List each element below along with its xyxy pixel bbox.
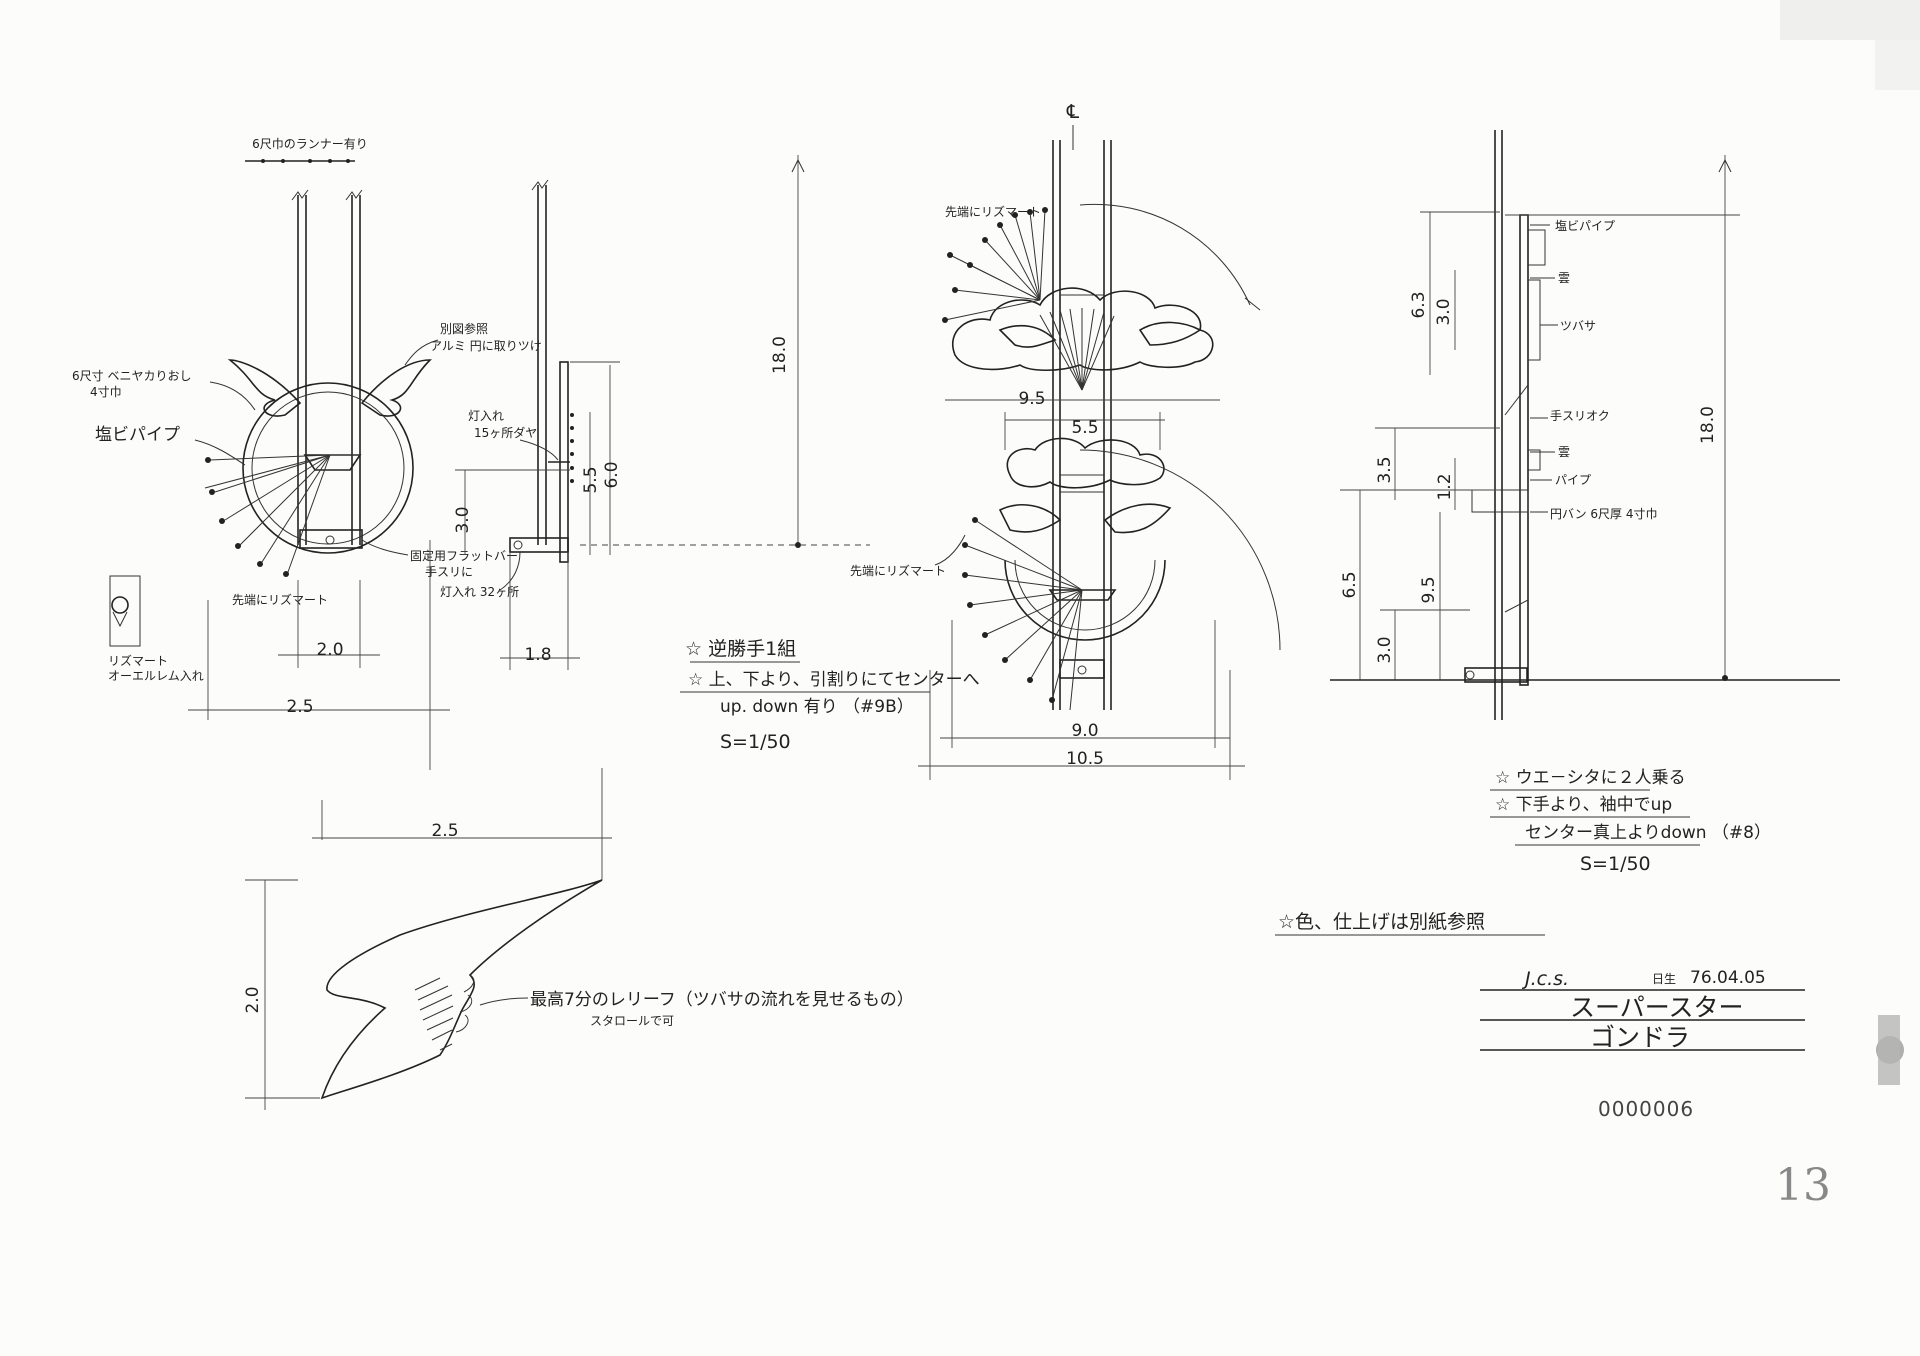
dim-right-3-5: 3.5 [1375, 456, 1395, 483]
right-wings-note: ツバサ [1560, 319, 1596, 333]
left-front-view: 6尺巾のランナー有り [72, 137, 542, 770]
light-left-note: 灯入れ [468, 409, 504, 423]
dim-center-10-5: 10.5 [1066, 749, 1104, 769]
drawing-title-1: スーパースター [1570, 993, 1744, 1022]
runner-note: 6尺巾のランナー有り [252, 137, 368, 151]
right-side-view: 塩ビパイプ 雲 ツバサ 手スリオク 雲 パイプ 円バン 6尺厚 4寸巾 6.3 … [1330, 130, 1840, 720]
dim-wing-2-5: 2.5 [431, 821, 458, 841]
lower-cloud [1006, 437, 1165, 489]
right-cloud2-note: 雲 [1558, 445, 1570, 459]
dim-height-18-left: 18.0 [770, 336, 790, 374]
dim-right-3-0a: 3.0 [1434, 298, 1454, 325]
tip-rhinestone-top-note: 先端にリズマート [945, 204, 1041, 219]
wing-detail: 2.5 2.0 最高7分のレリーフ（ツバサの流れを見せるもの） スタロールで可 [243, 768, 914, 1110]
dim-center-9-0: 9.0 [1071, 721, 1098, 741]
right-round-bar-note: 円バン 6尺厚 4寸巾 [1550, 507, 1658, 521]
refer-sub-note: アルミ 円に取りツけ [430, 339, 542, 353]
tip-rhinestone-mid-note: 先端にリズマート [850, 563, 946, 578]
dim-right-6-3: 6.3 [1409, 291, 1429, 318]
spec-notes-left: ☆ 逆勝手1組 ☆ 上、下より、引割りにてセンターへ up. down 有り （… [680, 638, 980, 753]
wing-feathers [414, 974, 475, 1051]
tip-rhinestone-left-note: 先端にリズマート [232, 592, 328, 607]
dim-right-18-0: 18.0 [1698, 406, 1718, 444]
date-label: 日生 [1652, 972, 1676, 986]
right-handrail-note: 手スリオク [1550, 409, 1610, 423]
light-bottom-note: 灯入れ 32ヶ所 [440, 585, 519, 599]
plywood-sub-note: 4寸巾 [90, 385, 122, 399]
dim-left-1-8: 1.8 [524, 645, 551, 665]
wing-outline [320, 879, 603, 1100]
page-number: 13 [1775, 1160, 1831, 1211]
spec-left-line1: ☆ 逆勝手1組 [685, 638, 796, 660]
dim-right-1-2: 1.2 [1435, 473, 1455, 500]
spec-right-line1: ☆ ウエ－シタに２人乗る [1495, 768, 1686, 788]
spec-right-line3: センター真上よりdown （#8） [1525, 823, 1771, 843]
dim-left-6-0: 6.0 [602, 461, 622, 488]
dim-right-3-0b: 3.0 [1375, 636, 1395, 663]
light-left-sub: 15ヶ所ダヤ [474, 425, 537, 440]
wing-relief-sub: スタロールで可 [590, 1014, 674, 1028]
spec-notes-right: ☆ ウエ－シタに２人乗る ☆ 下手より、袖中でup センター真上よりdown （… [1490, 768, 1771, 875]
right-pipe-note: パイプ [1555, 473, 1591, 487]
spec-right-scale: S=1/50 [1580, 853, 1651, 875]
scan-noise [1780, 0, 1920, 1085]
svg-text:℄: ℄ [1066, 101, 1080, 123]
sunburst-rods-left [204, 454, 360, 573]
drawing-date: 76.04.05 [1690, 968, 1766, 988]
plywood-note: 6尺寸 ベニヤカりおし [72, 369, 191, 383]
flat-bar-note: 固定用フラットバー [410, 548, 518, 563]
center-front-view: ℄ [850, 101, 1281, 780]
dim-left-3-0: 3.0 [453, 506, 473, 533]
dim-wing-2-0: 2.0 [243, 986, 263, 1013]
rhinestone-left-sub: オーエルレム入れ [108, 669, 204, 683]
dim-right-6-5: 6.5 [1340, 571, 1360, 598]
dim-left-2-0: 2.0 [316, 640, 343, 660]
right-cloud1-note: 雲 [1558, 271, 1570, 285]
refer-drawing-note: 別図参照 [440, 321, 488, 336]
spec-left-line2: ☆ 上、下より、引割りにてセンターへ [688, 670, 980, 690]
color-finish-note: ☆色、仕上げは別紙参照 [1278, 911, 1485, 933]
spec-left-scale: S=1/50 [720, 731, 791, 753]
dim-left-5-5: 5.5 [581, 466, 601, 493]
dim-right-9-5: 9.5 [1419, 576, 1439, 603]
spec-left-line3: up. down 有り （#9B） [720, 697, 914, 717]
left-side-view: 灯入れ 15ヶ所ダヤ 灯入れ 32ヶ所 3.0 5.5 6.0 1.8 18.0 [440, 155, 870, 670]
sunburst-rods-bottom [964, 519, 1083, 711]
signature: J.c.s. [1521, 968, 1569, 990]
upper-fan [1039, 308, 1115, 391]
rhinestone-left-note: リズマート [108, 653, 168, 668]
wing-relief-note: 最高7分のレリーフ（ツバサの流れを見せるもの） [530, 990, 914, 1010]
salt-pipe-note: 塩ビパイプ [95, 425, 180, 445]
dim-center-9-5: 9.5 [1018, 389, 1045, 409]
serial-number: 0000006 [1598, 1097, 1694, 1121]
drawing-title-2: ゴンドラ [1590, 1023, 1690, 1052]
title-block: J.c.s. 日生 76.04.05 スーパースター ゴンドラ [1480, 968, 1805, 1052]
sunburst-rods-top [944, 209, 1046, 321]
dim-center-5-5: 5.5 [1071, 418, 1098, 438]
right-salt-pipe-note: 塩ビパイプ [1555, 218, 1615, 233]
dim-left-2-5: 2.5 [286, 697, 313, 717]
spec-right-line2: ☆ 下手より、袖中でup [1495, 795, 1672, 815]
flat-bar-sub: 手スリに [425, 565, 473, 579]
upper-cloud [952, 287, 1214, 372]
